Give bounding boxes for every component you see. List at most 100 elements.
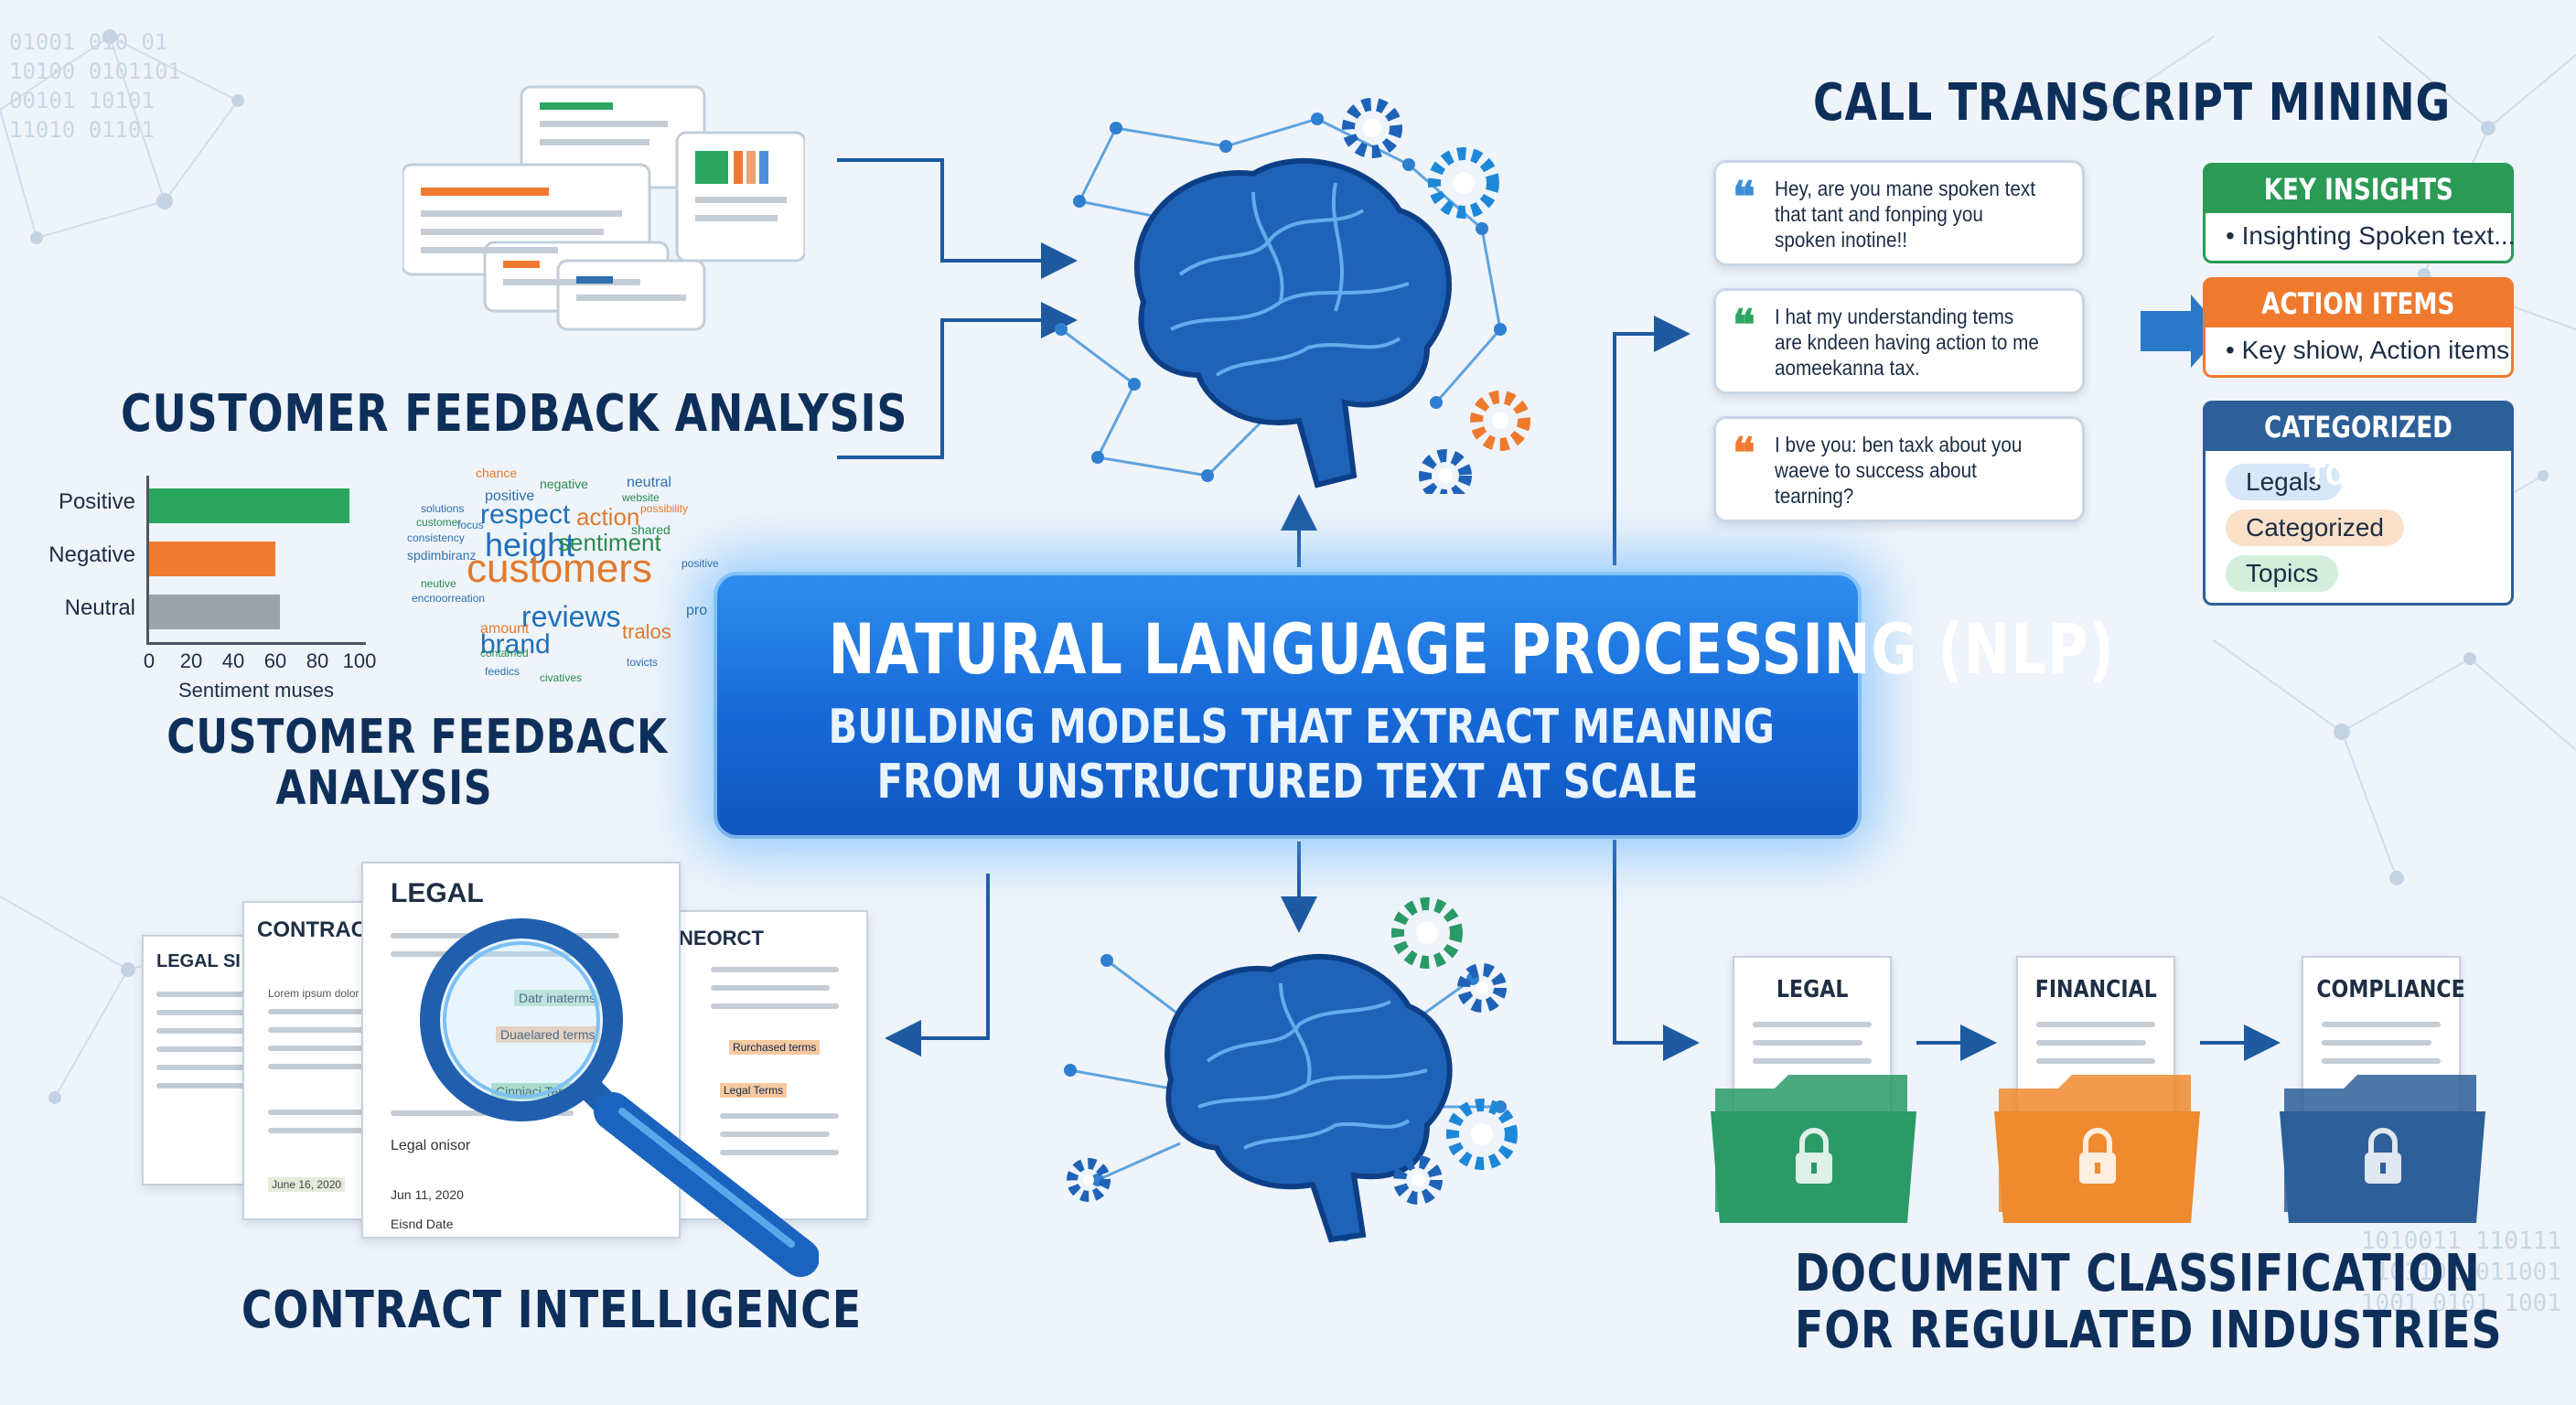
nlp-title-panel: NATURAL LANGUAGE PROCESSING (NLP) BUILDI… xyxy=(714,572,2115,839)
word-cloud-word: pro xyxy=(686,603,708,618)
binary-text-bottomright: 1010011 110111 101101 011001 1001 0101 1… xyxy=(2259,1226,2561,1319)
word-cloud-word: tralos xyxy=(622,620,671,643)
highlight-term: Legal Terms xyxy=(720,1083,788,1098)
word-cloud-word: respect xyxy=(480,499,571,530)
chart-x-label: Sentiment muses xyxy=(178,679,334,702)
docclass-heading: DOCUMENT CLASSIFICATION FOR REGULATED IN… xyxy=(1795,1244,2503,1360)
quote-icon: ❝ xyxy=(1733,429,1755,477)
word-cloud-word: positive xyxy=(682,557,719,570)
gears-top-icon xyxy=(1342,98,1530,494)
action-items-title: ACTION ITEMS xyxy=(2206,280,2511,327)
word-cloud-word: solutions xyxy=(421,502,465,515)
x-tick-label: 100 xyxy=(342,649,377,672)
gears-bottom-icon xyxy=(1391,897,1518,1205)
topic-pill: Topics xyxy=(2226,555,2339,592)
word-cloud-word: brand xyxy=(480,629,551,660)
document-text: Legal onisor xyxy=(391,1138,471,1153)
document-date: June 16, 2020 xyxy=(268,1177,346,1192)
document-title: LEGAL xyxy=(391,878,484,908)
action-items-item: • Key shiow, Action items xyxy=(2226,336,2510,364)
binary-line: 101101 011001 xyxy=(2375,1259,2562,1286)
docclass-heading-line1: DOCUMENT CLASSIFICATION xyxy=(1795,1244,2481,1303)
folder-icon xyxy=(1711,1075,1916,1223)
nlp-title: NATURAL LANGUAGE PROCESSING (NLP) xyxy=(828,608,2115,690)
document-folder: COMPLIANCE xyxy=(2280,956,2485,1226)
action-items-card: ACTION ITEMS • Key shiow, Action items xyxy=(2203,277,2514,378)
word-cloud-word: spdimbiranz xyxy=(407,548,477,563)
key-insights-card: KEY INSIGHTS • Insighting Spoken text... xyxy=(2203,163,2516,263)
sentiment-bar xyxy=(149,595,280,629)
binary-line: 1001 0101 1001 xyxy=(2360,1290,2561,1317)
contract-heading: CONTRACT INTELLIGENCE xyxy=(241,1281,862,1340)
transcript-bubble: ❝ Hey, are you mane spoken text that tan… xyxy=(1713,160,2085,266)
key-insights-item: • Insighting Spoken text... xyxy=(2226,221,2516,250)
category-label: Negative xyxy=(48,542,135,567)
feedback-heading: CUSTOMER FEEDBACK ANALYSIS xyxy=(121,384,908,444)
document-date-label: Eisnd Date xyxy=(391,1217,454,1231)
highlight-term: Rurchased terms xyxy=(729,1040,821,1055)
binary-line: 1010011 110111 xyxy=(2360,1228,2561,1255)
transcript-bubble: ❝ I hat my understanding tems are kndeen… xyxy=(1713,288,2085,394)
sentiment-bar xyxy=(149,542,275,576)
bubble-line: aomeekanna tax. xyxy=(1775,356,1920,380)
gear-icon xyxy=(1067,1158,1111,1202)
categorized-topics-card: CATEGORIZED TOPICS Legals Categorized To… xyxy=(2203,401,2514,606)
word-cloud-word: neutral xyxy=(627,475,671,490)
call-heading: CALL TRANSCRIPT MINING xyxy=(1813,73,2452,133)
binary-line: 11010 01101 xyxy=(9,117,155,143)
document-title: CONTRAC xyxy=(257,917,367,942)
topic-pill: Categorized xyxy=(2226,509,2404,546)
docclass-heading-line2: FOR REGULATED INDUSTRIES xyxy=(1795,1301,2503,1360)
nlp-subtitle-line2: FROM UNSTRUCTURED TEXT AT SCALE xyxy=(876,755,1699,810)
transcript-bubble: ❝ I bve you: ben taxk about you waeve to… xyxy=(1713,416,2085,522)
bubble-text: Hey, are you mane spoken text that tant … xyxy=(1775,176,2035,252)
nlp-subtitle-line1: BUILDING MODELS THAT EXTRACT MEANING xyxy=(828,700,1775,755)
key-insights-title: KEY INSIGHTS xyxy=(2206,166,2511,213)
feedback-heading-secondary: CUSTOMER FEEDBACK ANALYSIS xyxy=(166,712,667,816)
category-label: Neutral xyxy=(64,595,135,620)
x-tick-label: 40 xyxy=(221,649,245,672)
word-cloud-word: sentiment xyxy=(558,529,661,556)
word-cloud-word: website xyxy=(622,491,660,504)
folder-icon xyxy=(2280,1075,2485,1223)
document-folder: FINANCIAL xyxy=(1994,956,2200,1226)
word-cloud-word: focus xyxy=(457,519,484,531)
bubble-line: Hey, are you mane spoken text xyxy=(1775,177,2035,200)
x-tick-label: 80 xyxy=(306,649,329,672)
word-cloud-word: consistency xyxy=(407,531,465,544)
folder-label: FINANCIAL xyxy=(2034,976,2157,1003)
bubble-line: waeve to success about xyxy=(1775,458,1977,482)
bubble-line: are kndeen having action to me xyxy=(1775,330,2039,354)
highlight-term: Duaelared terms xyxy=(496,1026,600,1043)
word-cloud-word: height xyxy=(485,526,575,563)
brain-network-top-icon xyxy=(1055,113,1507,488)
binary-line: 10100 0101101 xyxy=(9,59,181,84)
word-cloud-word: amount xyxy=(480,621,530,637)
category-label: Positive xyxy=(58,489,135,514)
document-title: LEGAL SI xyxy=(156,951,241,971)
word-cloud-word: shared xyxy=(631,522,671,537)
document-folder: LEGAL xyxy=(1711,956,1916,1226)
contract-document: LEGAL Datr inaterms Duaelared terms Cinn… xyxy=(361,862,681,1239)
topic-pill: Legals xyxy=(2226,464,2342,500)
folder-label: LEGAL xyxy=(1776,976,1849,1003)
feedback-chat-windows-icon xyxy=(402,85,805,331)
sentiment-bar xyxy=(149,488,349,523)
big-arrow-icon xyxy=(2141,295,2223,368)
word-cloud-word: customer xyxy=(416,516,462,529)
binary-line: 01001 010 01 xyxy=(9,29,168,55)
magnifying-glass-icon xyxy=(420,918,819,1277)
word-cloud-word: reviews xyxy=(521,600,621,633)
word-cloud-word: tovicts xyxy=(627,656,659,669)
bubble-text: I hat my understanding tems are kndeen h… xyxy=(1775,304,2039,381)
bubble-text: I bve you: ben taxk about you waeve to s… xyxy=(1775,432,2022,509)
x-tick-label: 0 xyxy=(143,649,156,672)
categorized-topics-title: CATEGORIZED TOPICS xyxy=(2206,403,2511,492)
quote-icon: ❝ xyxy=(1733,173,1755,220)
feedback-heading-line2: ANALYSIS xyxy=(275,761,493,816)
bubble-line: I hat my understanding tems xyxy=(1775,305,2014,328)
word-cloud-word: neutive xyxy=(421,577,456,590)
